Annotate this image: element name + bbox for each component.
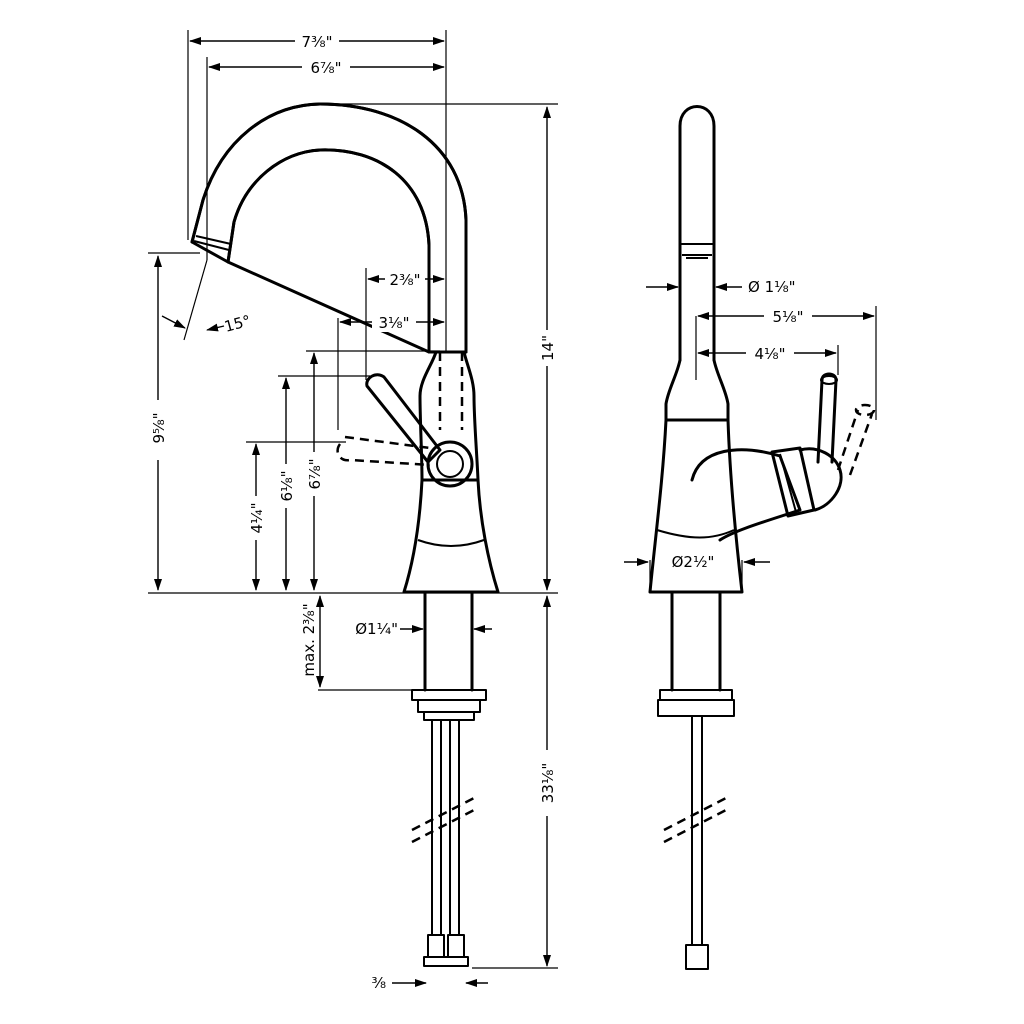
side-spout bbox=[678, 105, 716, 362]
front-lever bbox=[365, 373, 442, 464]
side-handle-collar-inner bbox=[779, 453, 797, 513]
side-body-seam bbox=[656, 529, 735, 539]
side-lever-tip bbox=[820, 375, 838, 385]
side-lever-alt-tip bbox=[854, 403, 876, 417]
side-lower-body bbox=[648, 418, 744, 594]
label-side-reach-inner: 4¹⁄₈" bbox=[755, 345, 786, 363]
front-view bbox=[148, 30, 558, 987]
label-spout-angle: 15° bbox=[222, 312, 252, 336]
label-spout-height: 9⁵⁄₈" bbox=[150, 413, 168, 444]
front-hose-fitting-right bbox=[447, 934, 465, 958]
side-hose-fitting bbox=[685, 944, 709, 970]
front-supply-hoses bbox=[431, 720, 460, 935]
label-handle-height-low: 4¹⁄₄" bbox=[248, 503, 266, 534]
front-mount-nut bbox=[411, 689, 487, 721]
front-hose-fitting-left bbox=[427, 934, 445, 958]
side-lever-alt bbox=[836, 409, 874, 476]
front-lower-body bbox=[402, 478, 500, 594]
label-total-height: 14" bbox=[539, 335, 557, 361]
label-spout-reach: 6⁷⁄₈" bbox=[311, 59, 342, 77]
side-view bbox=[624, 105, 877, 970]
side-shank bbox=[670, 590, 722, 692]
front-handle-hub-inner bbox=[436, 450, 464, 478]
front-aerator bbox=[193, 240, 230, 251]
side-aerator bbox=[680, 243, 714, 256]
front-shank bbox=[423, 590, 474, 692]
label-supply-length: 33¹⁄₈" bbox=[539, 763, 557, 804]
label-side-reach-outer: 5¹⁄₈" bbox=[773, 308, 804, 326]
side-handle-cap bbox=[798, 447, 843, 512]
label-spout-diameter: Ø 1¹⁄₈" bbox=[748, 278, 796, 296]
label-total-width: 7³⁄₈" bbox=[302, 33, 333, 51]
label-handle-height-mid: 6¹⁄₈" bbox=[278, 471, 296, 502]
label-handle-offset-small: 2³⁄₈" bbox=[390, 271, 421, 289]
front-dashed-cartridge bbox=[438, 352, 464, 430]
side-mount-nut bbox=[657, 689, 735, 717]
label-base-diameter: Ø2¹⁄₂" bbox=[672, 553, 715, 571]
label-max-deck-thickness: max. 2³⁄₈" bbox=[300, 603, 318, 676]
label-supply-connection: ³⁄₈ bbox=[371, 974, 386, 992]
front-handle-hub bbox=[426, 440, 474, 488]
label-shank-diameter: Ø1¹⁄₄" bbox=[355, 620, 398, 638]
side-lever bbox=[816, 372, 838, 464]
front-spout-outline bbox=[190, 102, 468, 354]
front-hose-break bbox=[411, 794, 479, 844]
label-handle-offset-large: 3¹⁄₈" bbox=[379, 314, 410, 332]
side-extension-lines bbox=[649, 275, 877, 592]
front-extension-lines bbox=[148, 30, 558, 969]
front-body-seam bbox=[417, 539, 485, 547]
side-handle-collar bbox=[770, 446, 816, 518]
side-upper-body bbox=[664, 358, 730, 422]
label-handle-height-high: 6⁷⁄₈" bbox=[306, 459, 324, 490]
side-supply-hose bbox=[691, 716, 703, 945]
side-hose-break bbox=[663, 794, 731, 844]
front-aerator-ring bbox=[195, 235, 232, 245]
dimension-labels: 7³⁄₈" 6⁷⁄₈" 9⁵⁄₈" 15° 2³⁄₈" 3¹⁄₈" 4¹⁄₄" … bbox=[148, 31, 812, 992]
front-lever-alt bbox=[336, 435, 431, 467]
front-hose-nut bbox=[423, 956, 469, 967]
